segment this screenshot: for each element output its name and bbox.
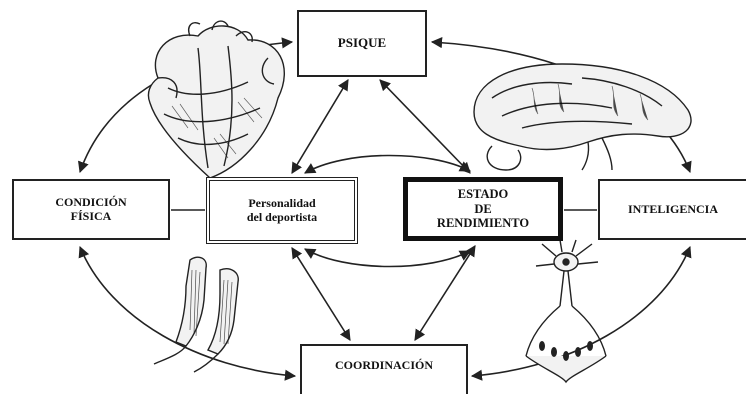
estado-rendimiento-box: ESTADO DE RENDIMIENTO [403,177,563,241]
psique-label: PSIQUE [338,36,386,51]
estado-text: ESTADO DE RENDIMIENTO [437,187,529,230]
personalidad-line1: Personalidad [247,197,317,211]
arrow-psique-estado [380,80,470,173]
coordinacion-box: COORDINACIÓN [300,344,468,394]
inteligencia-box: INTELIGENCIA [598,179,746,240]
personalidad-line2: del deportista [247,211,317,225]
neuron-icon [512,236,622,386]
estado-line3: RENDIMIENTO [437,216,529,230]
estado-line2: DE [437,202,529,216]
curve-bottom-personalidad-estado [305,249,470,267]
personalidad-box: Personalidad del deportista [206,177,358,244]
condicion-fisica-text: CONDICIÓN FÍSICA [55,196,126,224]
inteligencia-label: INTELIGENCIA [628,203,718,217]
muscle-icon [150,250,260,375]
condicion-fisica-box: CONDICIÓN FÍSICA [12,179,170,240]
heart-icon [128,18,298,186]
personalidad-text: Personalidad del deportista [247,197,317,225]
condicion-line2: FÍSICA [55,210,126,224]
condicion-line1: CONDICIÓN [55,196,126,210]
psique-box: PSIQUE [297,10,427,77]
arrow-psique-personalidad [292,80,348,173]
estado-line1: ESTADO [437,187,529,201]
coordinacion-label: COORDINACIÓN [335,359,433,373]
curve-top-personalidad-estado [305,155,470,173]
brain-icon [462,58,702,176]
